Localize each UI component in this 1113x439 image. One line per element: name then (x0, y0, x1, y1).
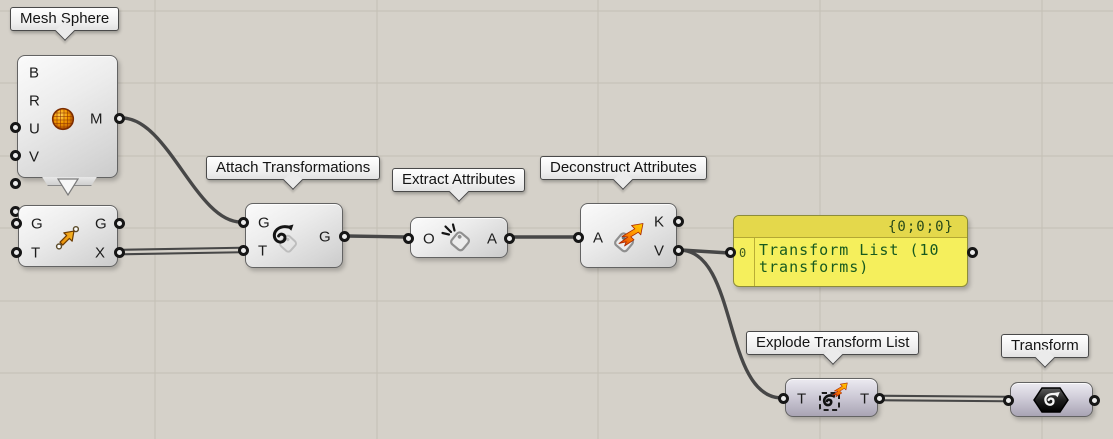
panel-path-header: {0;0;0} (734, 216, 967, 238)
port-label-x-out: X (95, 244, 106, 262)
explode-transform-icon (819, 382, 848, 411)
input-nub-r[interactable] (10, 150, 21, 161)
label-explode-text: Explode Transform List (756, 334, 910, 351)
component-extract-attributes[interactable]: O A (403, 217, 515, 258)
port-label-t-out: T (860, 390, 870, 408)
port-label-r: R (29, 92, 40, 110)
label-explode-transform-list: Explode Transform List (746, 331, 920, 355)
input-nub-o[interactable] (403, 233, 414, 244)
input-nub-g[interactable] (11, 218, 22, 229)
port-label-m: M (90, 110, 103, 128)
move-arrow-icon (55, 225, 80, 250)
output-nub-t[interactable] (874, 393, 885, 404)
output-nub[interactable] (1089, 395, 1100, 406)
port-label-g-in: G (31, 215, 43, 233)
output-nub-k[interactable] (673, 216, 684, 227)
port-label-a-in: A (593, 229, 604, 247)
port-label-a-out: A (487, 230, 498, 248)
port-label-g-in: G (258, 214, 270, 232)
port-label-g-out: G (95, 215, 107, 233)
component-explode-transform-list[interactable]: T T (778, 378, 885, 417)
input-nub-a[interactable] (573, 232, 584, 243)
attach-transformations-icon (272, 224, 297, 253)
panel-row-index: 0 (739, 246, 747, 260)
wire-deconstruct-to-explode[interactable] (679, 248, 783, 400)
output-nub-a[interactable] (504, 233, 515, 244)
panel-content: Transform List (10 transforms) (759, 241, 940, 276)
label-attach-transformations: Attach Transformations (206, 156, 381, 180)
input-nub-u[interactable] (10, 178, 21, 189)
label-mesh-sphere: Mesh Sphere (10, 7, 120, 31)
transform-hexagon-icon (1033, 387, 1069, 413)
component-attach-transformations[interactable]: G T G (238, 203, 350, 268)
port-label-v-out: V (654, 242, 665, 260)
label-extract-text: Extract Attributes (402, 171, 516, 188)
panel-index-column: 0 (734, 238, 755, 286)
output-nub-m[interactable] (114, 113, 125, 124)
label-mesh-sphere-text: Mesh Sphere (20, 10, 110, 27)
component-deconstruct-attributes[interactable]: A K V (573, 203, 684, 268)
output-nub-x[interactable] (114, 247, 125, 258)
component-mesh-sphere[interactable]: B R U V M (10, 55, 125, 217)
input-nub-t[interactable] (11, 247, 22, 258)
output-nub-v[interactable] (673, 245, 684, 256)
mesh-sphere-icon (51, 107, 75, 131)
input-nub-t[interactable] (778, 393, 789, 404)
port-label-b: B (29, 64, 40, 82)
label-transform: Transform (1001, 334, 1089, 358)
port-label-v: V (29, 148, 40, 166)
port-label-u: U (29, 120, 40, 138)
input-nub-b[interactable] (10, 122, 21, 133)
label-deconstruct-attributes: Deconstruct Attributes (540, 156, 707, 180)
port-label-o-in: O (423, 230, 435, 248)
panel-output-nub[interactable] (967, 247, 978, 258)
port-label-t-in: T (31, 244, 41, 262)
mesh-sphere-expand-chevron[interactable] (57, 178, 79, 197)
label-extract-attributes: Extract Attributes (392, 168, 526, 192)
wire-attach-to-extract[interactable] (345, 234, 408, 239)
wire-meshsphere-to-attach[interactable] (120, 116, 243, 224)
port-label-k-out: K (654, 213, 665, 231)
port-label-g-out: G (319, 228, 331, 246)
deconstruct-attributes-tag-icon (614, 223, 644, 253)
input-nub-t[interactable] (238, 245, 249, 256)
input-nub-g[interactable] (238, 217, 249, 228)
panel-input-nub[interactable] (725, 247, 736, 258)
port-label-t-in: T (258, 242, 268, 260)
output-nub-g[interactable] (114, 218, 125, 229)
wire-move-to-attach[interactable] (118, 246, 245, 256)
output-nub-g[interactable] (339, 231, 350, 242)
port-label-t-in: T (797, 390, 807, 408)
component-move[interactable]: G T G X (11, 205, 125, 267)
extract-attributes-tag-icon (441, 223, 471, 252)
component-transform-param[interactable] (1003, 382, 1100, 417)
label-transform-text: Transform (1011, 337, 1079, 354)
wire-explode-to-transform[interactable] (878, 394, 1010, 403)
label-deconstruct-text: Deconstruct Attributes (550, 159, 697, 176)
data-panel[interactable]: {0;0;0} 0 Transform List (10 transforms) (733, 215, 968, 287)
input-nub[interactable] (1003, 395, 1014, 406)
label-attach-text: Attach Transformations (216, 159, 371, 176)
